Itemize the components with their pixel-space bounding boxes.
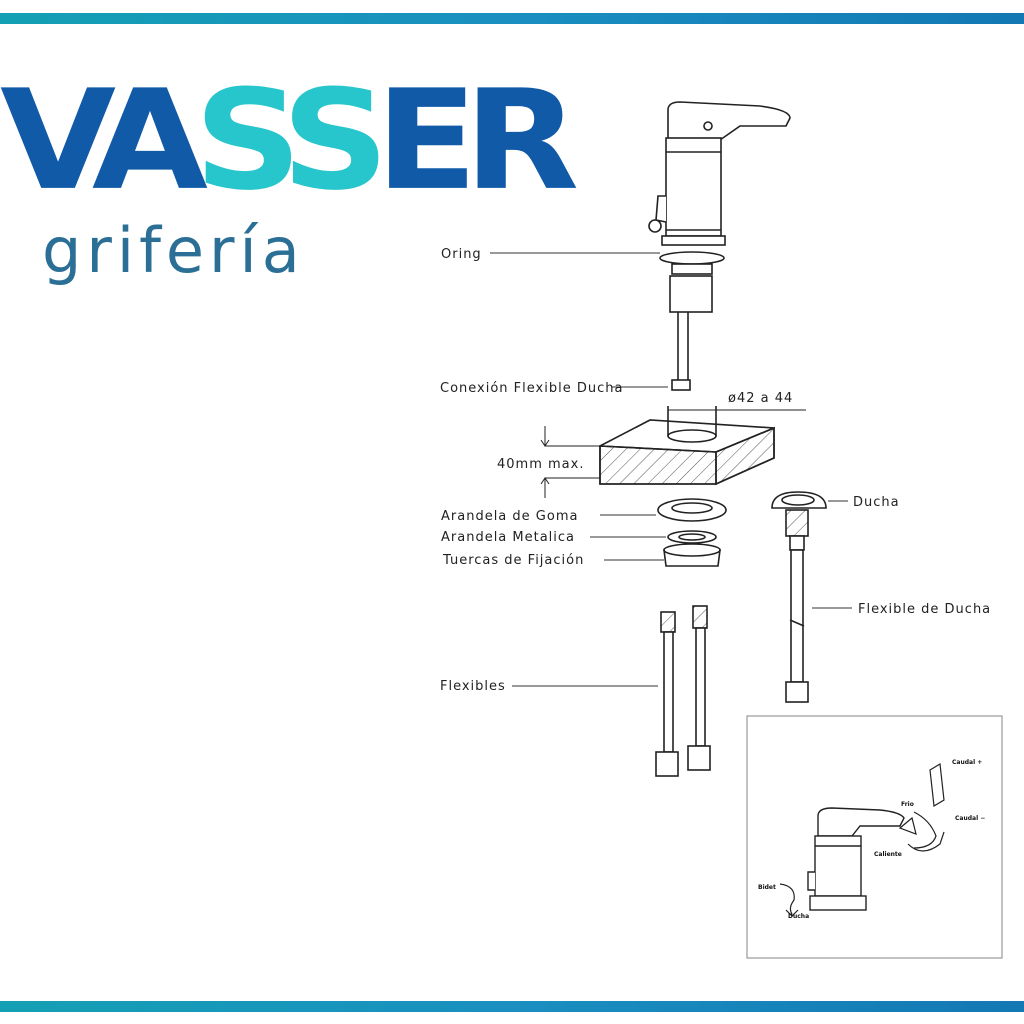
faucet-body (648, 101, 791, 246)
inset-caudal-plus: Caudal + (952, 759, 982, 766)
label-depth: 40mm max. (497, 457, 584, 472)
label-flexibles: Flexibles (440, 679, 506, 694)
inset-frio: Frio (901, 801, 914, 808)
depth-dimension (540, 426, 600, 498)
inset-bidet: Bidet (758, 884, 776, 891)
label-ducha: Ducha (853, 495, 900, 510)
shower-hose (785, 549, 809, 703)
label-arandela-goma: Arandela de Goma (441, 509, 578, 524)
flexible-hoses (655, 605, 711, 777)
label-flexible-ducha: Flexible de Ducha (858, 602, 991, 617)
oring-part (659, 251, 725, 275)
label-diameter: ø42 a 44 (728, 391, 793, 406)
bottom-accent-bar (0, 1001, 1024, 1012)
inset-arrows (779, 763, 945, 917)
inset-faucet (807, 807, 905, 911)
brand-logo: VASSER (0, 72, 579, 210)
logo-part-va: VA (0, 60, 208, 222)
label-conexion: Conexión Flexible Ducha (440, 381, 623, 396)
shower-head (771, 491, 827, 551)
inset-ducha: Ducha (788, 913, 809, 920)
brand-tagline: grifería (42, 214, 305, 287)
inset-panel: Caudal + Caudal − Frio Caliente Bidet Du… (746, 715, 1003, 959)
cartridge-part (669, 275, 713, 391)
washers (657, 498, 727, 567)
label-tuercas: Tuercas de Fijación (442, 553, 584, 568)
label-arandela-metalica: Arandela Metalica (441, 530, 575, 545)
logo-part-ss: SS (194, 60, 389, 222)
logo-part-er: ER (375, 60, 579, 222)
inset-caliente: Caliente (874, 851, 902, 858)
top-accent-bar (0, 13, 1024, 24)
label-oring: Oring (441, 247, 482, 262)
inset-caudal-minus: Caudal − (955, 815, 985, 822)
countertop-section (599, 406, 806, 486)
